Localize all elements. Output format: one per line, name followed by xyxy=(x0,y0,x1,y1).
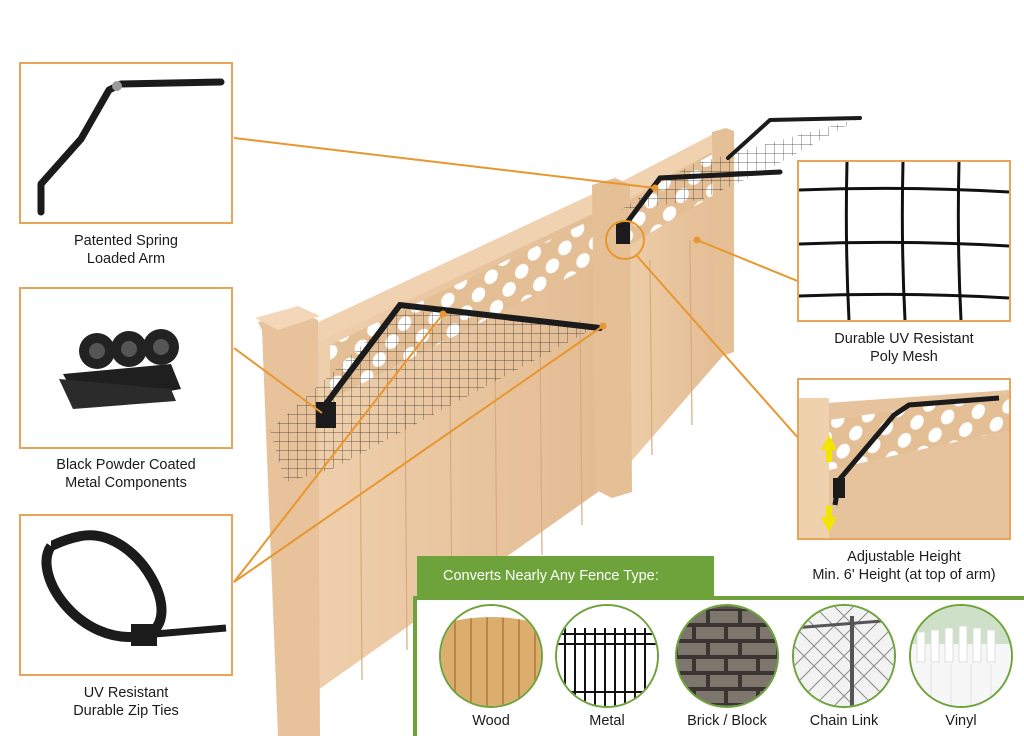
fence-type-chain-link: Chain Link xyxy=(789,604,899,729)
arrow-down-icon xyxy=(821,517,837,532)
top-rail xyxy=(312,185,612,345)
mesh-image-box xyxy=(797,160,1011,322)
fence-type-metal: Metal xyxy=(552,604,662,729)
arm-bracket-far xyxy=(616,222,630,244)
mesh-netting xyxy=(270,310,600,482)
metal-fence-icon xyxy=(555,604,659,708)
height-caption-line2: Min. 6' Height (at top of arm) xyxy=(812,567,996,583)
mesh-caption-line1: Durable UV Resistant xyxy=(834,331,974,347)
fence-type-label: Chain Link xyxy=(809,713,879,729)
height-image-box xyxy=(797,378,1011,540)
fence-type-wood: Wood xyxy=(436,604,546,729)
wood-fence-icon xyxy=(439,604,543,708)
zipties-caption-line2: Durable Zip Ties xyxy=(73,703,179,719)
height-caption-line1: Adjustable Height xyxy=(847,549,961,565)
zip-tie-image xyxy=(41,530,227,646)
arm-bracket xyxy=(316,402,336,428)
mesh-caption: Durable UV Resistant Poly Mesh xyxy=(797,330,1011,366)
mesh-caption-line2: Poly Mesh xyxy=(870,349,938,365)
zipties-caption: UV Resistant Durable Zip Ties xyxy=(19,684,233,720)
near-post xyxy=(258,312,320,736)
arm-caption: Patented Spring Loaded Arm xyxy=(19,232,233,268)
components-caption-line2: Metal Components xyxy=(65,475,187,491)
components-caption-line1: Black Powder Coated xyxy=(56,457,196,473)
brick-wall-icon xyxy=(675,604,779,708)
height-caption: Adjustable Height Min. 6' Height (at top… xyxy=(797,548,1011,584)
spring-arms xyxy=(317,116,862,415)
poly-mesh-image xyxy=(799,162,1009,320)
mesh-netting-far xyxy=(620,118,860,210)
fence-type-label: Wood xyxy=(472,713,510,729)
leader-lines xyxy=(233,137,801,583)
fence-type-label: Vinyl xyxy=(945,713,977,729)
near-post-cap xyxy=(255,306,320,330)
adjustable-height-image xyxy=(799,390,1009,538)
zipties-image-box xyxy=(19,514,233,676)
chain-link-fence-icon xyxy=(792,604,896,708)
arrow-up-icon xyxy=(821,435,837,450)
arm-caption-line2: Loaded Arm xyxy=(86,251,166,267)
leader-dots xyxy=(439,184,701,330)
vinyl-fence-icon xyxy=(909,604,1013,708)
components-image-box xyxy=(19,287,233,449)
fence-type-vinyl: Vinyl xyxy=(906,604,1016,729)
zipties-caption-line1: UV Resistant xyxy=(83,685,169,701)
fence-type-brick: Brick / Block xyxy=(672,604,782,729)
spring-arm-image xyxy=(37,78,225,216)
fence-type-label: Brick / Block xyxy=(687,713,767,729)
arm-image-box xyxy=(19,62,233,224)
fence-type-label: Metal xyxy=(589,713,625,729)
arm-caption-line1: Patented Spring xyxy=(74,233,178,249)
components-caption: Black Powder Coated Metal Components xyxy=(19,456,233,492)
bracket-clip-image xyxy=(59,329,181,409)
fence-types-header: Converts Nearly Any Fence Type: xyxy=(417,556,714,596)
